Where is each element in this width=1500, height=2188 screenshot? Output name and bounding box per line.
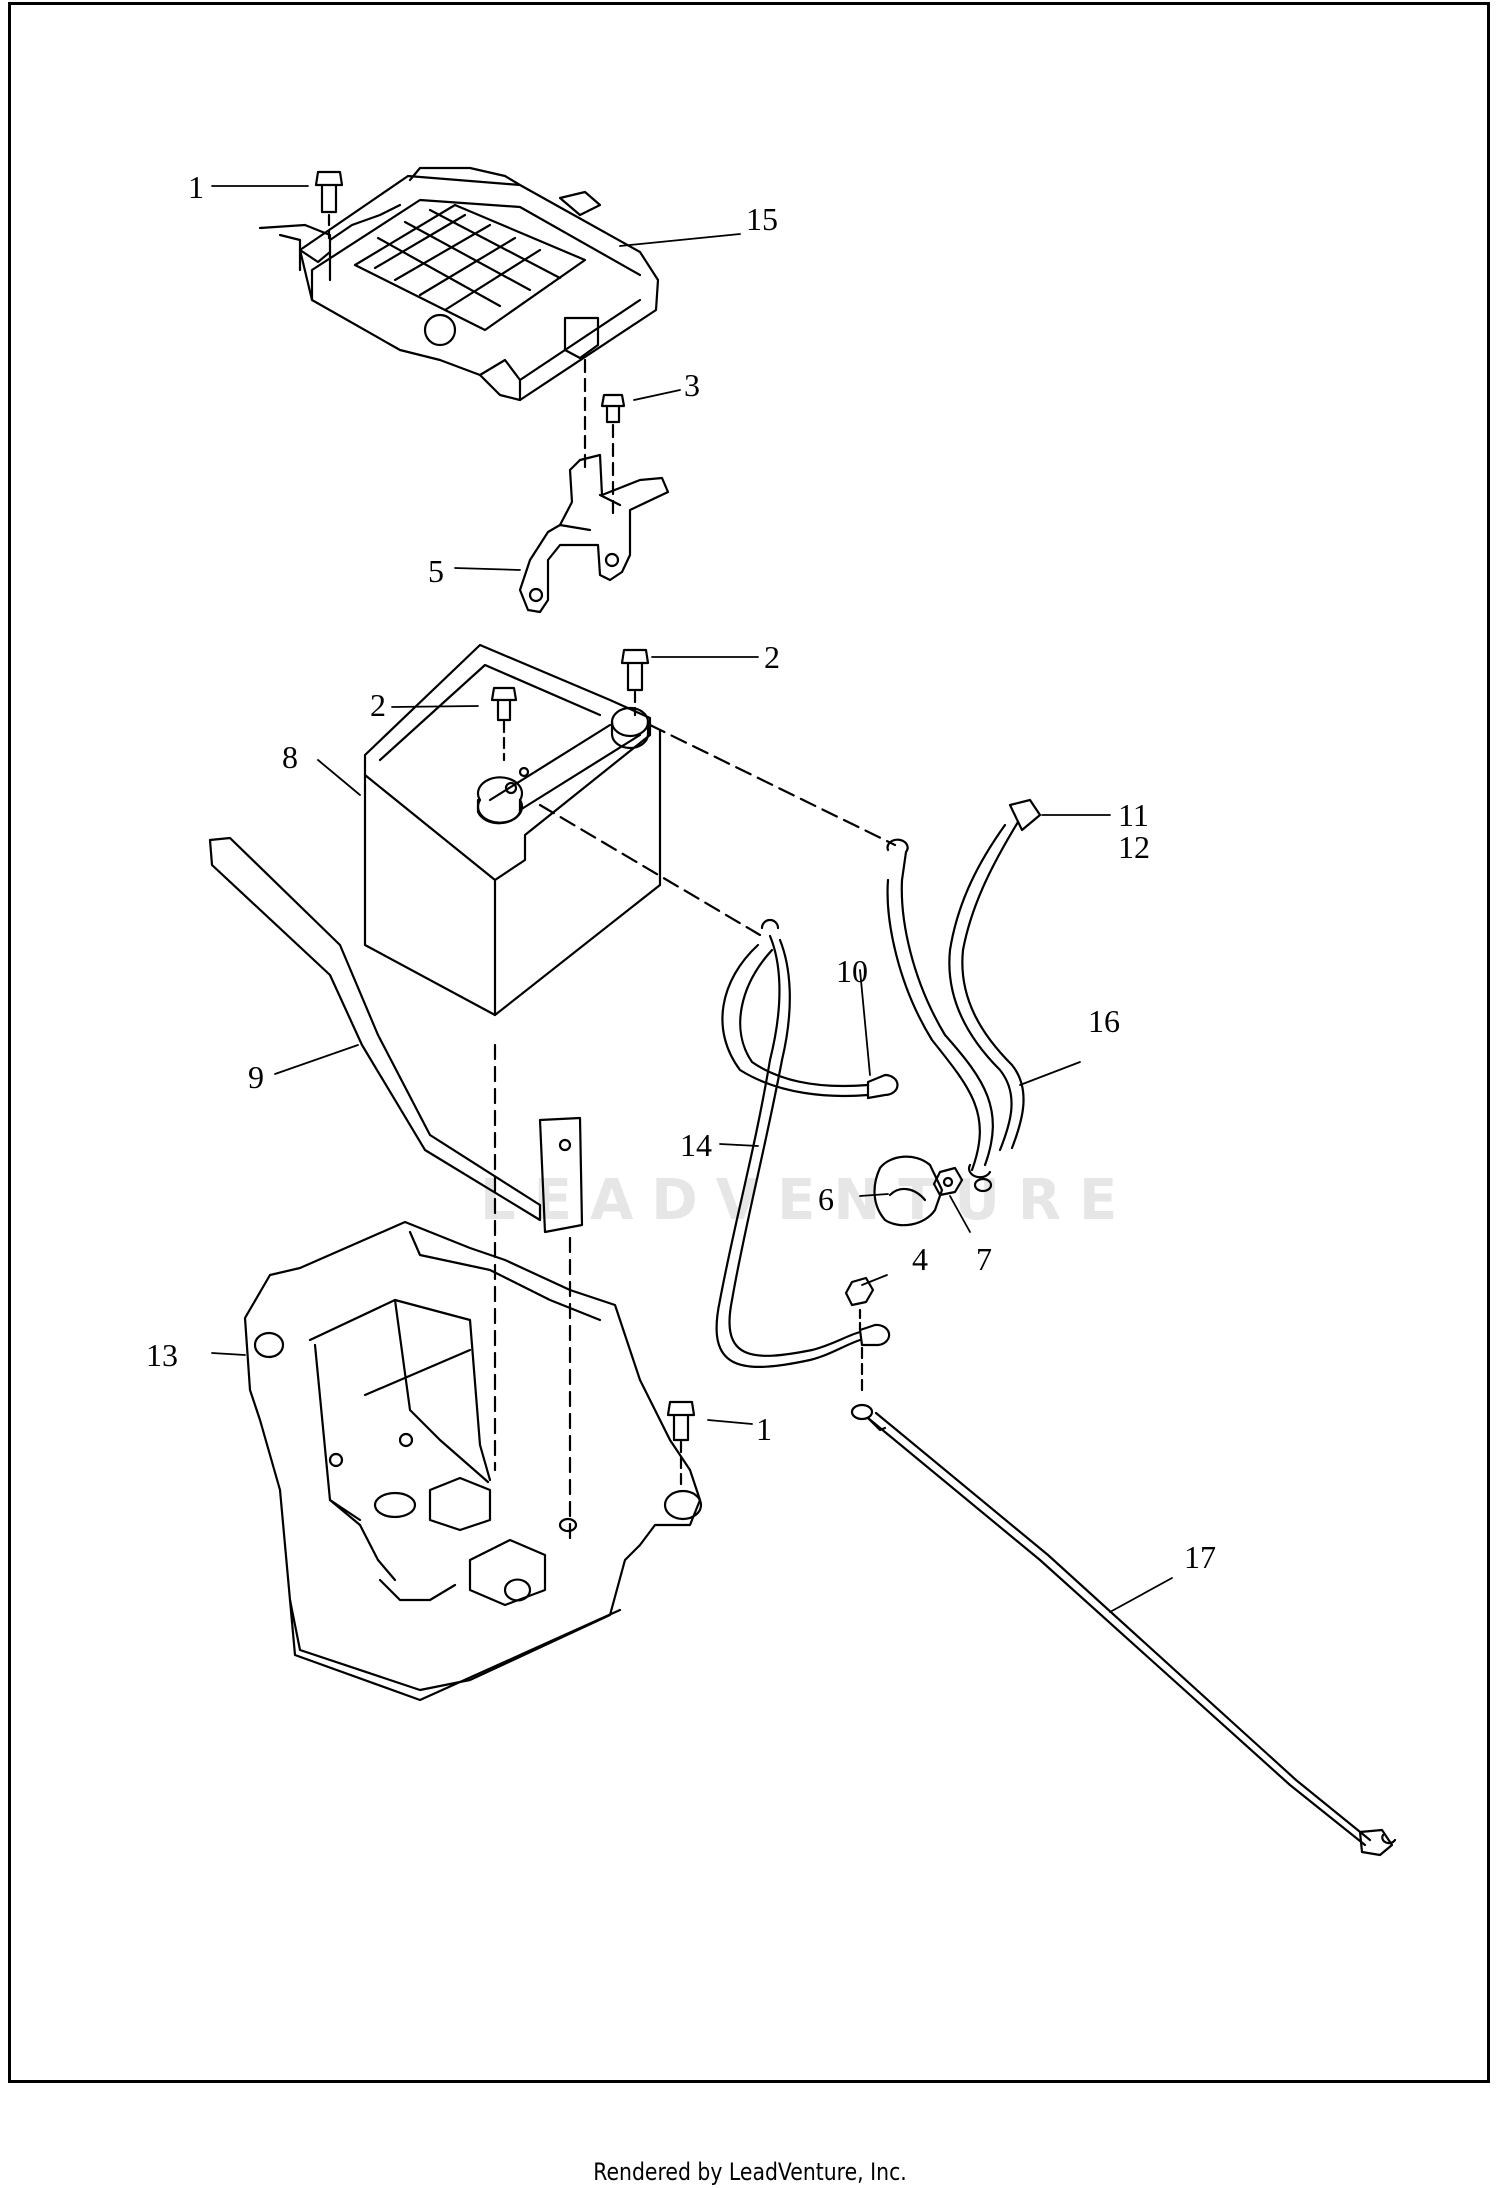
diagram-frame xyxy=(8,2,1490,2083)
part-2-terminal-bolt-left xyxy=(490,686,518,722)
callout-9: 9 xyxy=(248,1059,264,1095)
part-17-ground-wire xyxy=(850,1403,1397,1857)
part-7-nut xyxy=(932,1166,964,1197)
part-4-nut xyxy=(844,1276,875,1307)
callout-17: 17 xyxy=(1184,1539,1216,1575)
part-1-bolt-bottom xyxy=(666,1400,696,1442)
callout-1-bottom: 1 xyxy=(756,1411,772,1447)
callout-1-top: 1 xyxy=(188,169,204,205)
part-15-battery-top-cover xyxy=(258,166,660,402)
part-9-battery-strap xyxy=(208,836,584,1234)
callout-labels: 1 15 3 5 2 2 8 11 12 10 16 9 14 6 7 4 13… xyxy=(146,169,1216,1575)
callout-12: 12 xyxy=(1118,829,1150,865)
part-8-battery xyxy=(363,643,662,1017)
callout-13: 13 xyxy=(146,1337,178,1373)
leader-lines xyxy=(211,185,1173,1613)
callout-7: 7 xyxy=(976,1241,992,1277)
callout-15: 15 xyxy=(746,201,778,237)
callout-3: 3 xyxy=(684,367,700,403)
callout-6: 6 xyxy=(818,1181,834,1217)
callout-16: 16 xyxy=(1088,1003,1120,1039)
part-3-screw xyxy=(600,393,626,424)
part-6-terminal-cover xyxy=(873,1155,944,1227)
part-13-battery-tray xyxy=(243,1220,703,1702)
part-16-positive-cable xyxy=(886,798,1042,1193)
callout-11: 11 xyxy=(1118,797,1149,833)
callout-10: 10 xyxy=(836,953,868,989)
part-14-negative-cable xyxy=(715,918,899,1369)
callout-5: 5 xyxy=(428,553,444,589)
callout-4: 4 xyxy=(912,1241,928,1277)
part-1-bolt-top xyxy=(314,170,344,214)
watermark-text: LEADVENTURE xyxy=(480,1168,1136,1233)
callout-2-left: 2 xyxy=(370,687,386,723)
callout-14: 14 xyxy=(680,1127,712,1163)
callout-2-right: 2 xyxy=(764,639,780,675)
footer-credit: Rendered by LeadVenture, Inc. xyxy=(593,2158,907,2186)
part-2-terminal-bolt-right xyxy=(620,648,650,692)
callout-8: 8 xyxy=(282,739,298,775)
part-5-battery-bracket xyxy=(518,453,670,614)
